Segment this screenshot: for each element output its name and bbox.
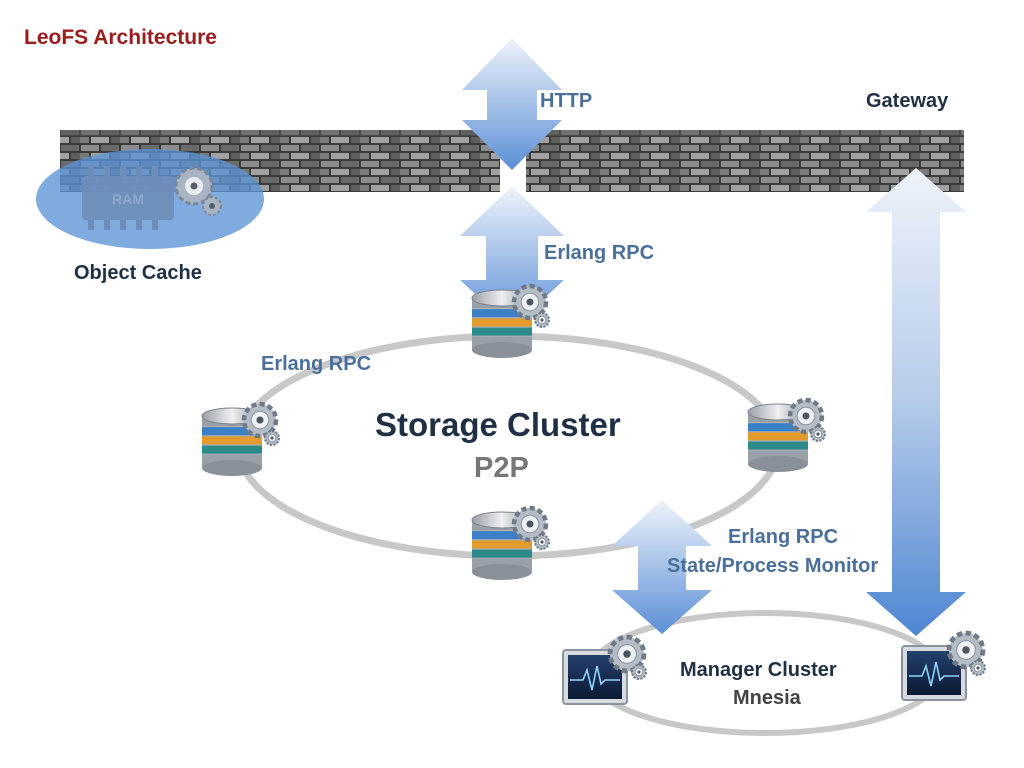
object-cache-icon: RAM <box>36 149 264 249</box>
gear-icon <box>511 505 550 550</box>
state-process-monitor-label: State/Process Monitor <box>667 555 879 577</box>
erlang-rpc-manager-label: Erlang RPC <box>728 526 839 548</box>
storage-node-icon <box>747 397 826 472</box>
http-arrow <box>462 38 562 170</box>
gateway-manager-arrow <box>866 168 966 636</box>
storage-manager-arrow <box>612 500 712 634</box>
storage-node-icon <box>201 401 280 476</box>
diagram-title: LeoFS Architecture <box>24 26 217 49</box>
gear-icon <box>946 630 986 676</box>
storage-node-icon <box>471 283 550 358</box>
p2p-label: P2P <box>474 452 529 484</box>
gear-icon <box>787 397 826 442</box>
gear-icon <box>241 401 280 446</box>
ram-chip-label: RAM <box>112 191 144 207</box>
mnesia-label: Mnesia <box>733 687 801 709</box>
cache-gear-icon <box>174 166 222 216</box>
gear-icon <box>607 634 647 680</box>
gateway-wall <box>60 130 964 192</box>
manager-node-icon <box>562 634 647 705</box>
gateway-label: Gateway <box>866 90 949 112</box>
storage-cluster-label: Storage Cluster <box>375 406 621 443</box>
manager-node-icon <box>901 630 986 701</box>
http-label: HTTP <box>540 90 593 112</box>
manager-cluster-label: Manager Cluster <box>680 659 837 681</box>
gear-icon <box>511 283 550 328</box>
storage-node-icon <box>471 505 550 580</box>
object-cache-label: Object Cache <box>74 262 202 284</box>
erlang-rpc-left-label: Erlang RPC <box>261 353 372 375</box>
erlang-rpc-top-label: Erlang RPC <box>544 242 655 264</box>
